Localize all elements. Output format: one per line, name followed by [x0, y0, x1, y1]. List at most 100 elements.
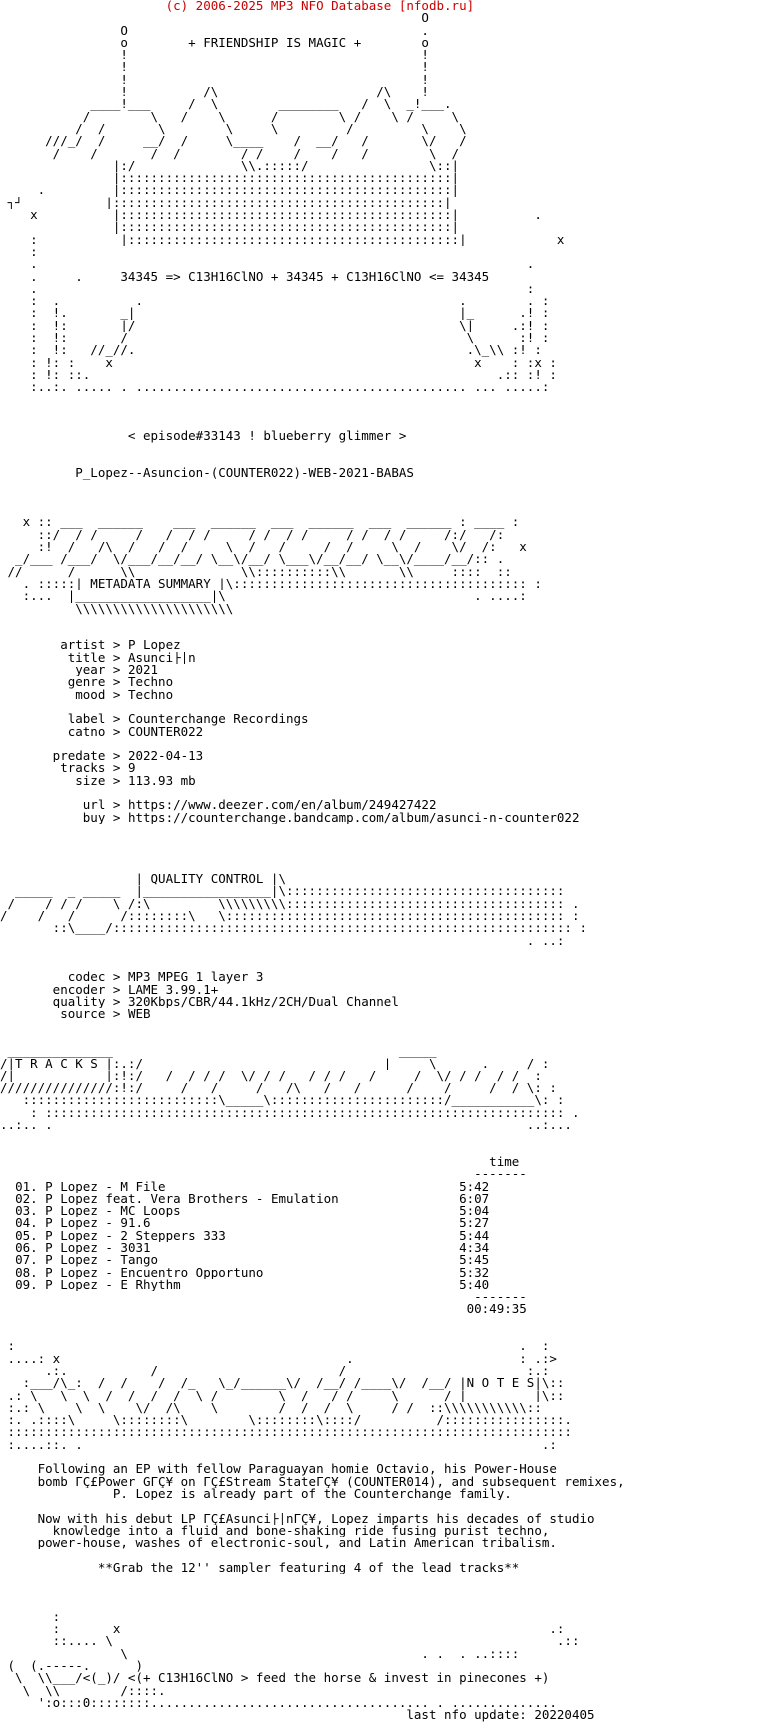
track-number: 04. [15, 1217, 38, 1230]
blank-line [0, 455, 784, 467]
blank-line [0, 1451, 784, 1463]
notes-paragraph-line [0, 1500, 784, 1512]
meta-key: catno [0, 725, 106, 738]
ascii-art-top: |:/______________\\.:::::/______________… [0, 159, 460, 173]
separator: > [105, 664, 128, 677]
track-time: 5:32 [459, 1266, 490, 1279]
meta-value: Asunci├│n [127, 651, 196, 665]
track-number: 08. [15, 1266, 38, 1279]
separator: > [105, 639, 128, 652]
ascii-art-top: ____!___ / \ ________ / \ _!___. [0, 98, 452, 111]
track-number: 05. [15, 1229, 38, 1242]
meta-row: size > 113.93 mb [0, 775, 784, 787]
ascii-art-tracks-banner: ..:.. . ..:... [0, 1119, 572, 1132]
blank-line [0, 394, 784, 406]
ascii-art-notes-banner: ....: x _ . : .:> [0, 1352, 557, 1365]
ascii-art-metadata-banner: _/___ /___/ \/___/__/__/ \__\/__/ \___\/… [0, 553, 505, 566]
meta-value: 2021 [127, 664, 159, 677]
meta-key: title [0, 651, 106, 665]
quality-key: encoder [0, 983, 106, 997]
ascii-art-top: ! ! [0, 73, 429, 87]
separator: > [105, 774, 128, 787]
blank-line [0, 836, 784, 848]
tracks-rule: ------- [0, 1168, 527, 1181]
ascii-art-top: . . 34345 => C13H16ClNO + 34345 + C13H16… [0, 270, 490, 283]
track-row: 03. P Lopez - MC Loops 5:04 [0, 1205, 784, 1217]
ascii-art-footer: last nfo update: 20220405 [0, 1709, 595, 1722]
track-number: 01. [15, 1180, 38, 1193]
separator: > [105, 676, 128, 689]
ascii-art-footer: \ \\___/<(_)/ <(+ C13H16ClNO > feed the … [0, 1672, 550, 1685]
meta-value: 113.93 mb [127, 774, 196, 787]
ascii-art-top: o + FRIENDSHIP IS MAGIC + o [0, 36, 429, 50]
ascii-art-notes-banner: .:. ______/_ _____ _____ _____ / ____ __… [0, 1364, 550, 1378]
track-row: 09. P Lopez - E_Rhythm 5:40 [0, 1279, 784, 1291]
ascii-art-top: :..:. ..... . ..........................… [0, 381, 550, 394]
separator: > [105, 983, 128, 997]
tracks-total-time: 00:49:35 [0, 1303, 527, 1316]
ascii-art-tracks-banner: /|____________|:!:/ /__/_/_/ \/_/ / __/_… [0, 1069, 542, 1083]
meta-key: year [0, 664, 106, 677]
meta-value: Counterchange Recordings [127, 713, 309, 726]
blank-line [0, 406, 784, 418]
separator: > [105, 750, 128, 763]
track-title: P Lopez - 91.6 [45, 1217, 151, 1230]
ascii-art-tracks-banner: ::::::::::::::::::::::::::\_____\:::::::… [0, 1094, 565, 1107]
meta-key: predate [0, 750, 106, 763]
ascii-art-top: : [0, 245, 38, 259]
meta-value: P Lopez [127, 639, 181, 652]
separator: > [105, 651, 128, 665]
ascii-art-top: / \___/ \______/ \_/ \_/ \ [0, 110, 460, 123]
meta-key: mood [0, 688, 106, 701]
ascii-art-top: ! /\ /\ ! [0, 86, 429, 99]
ascii-art-tracks-banner: ///////////////:!:/_____/___/_____/___/\… [0, 1082, 557, 1095]
episode-line: < episode#33143 ! blueberry glimmer > [0, 430, 407, 443]
ascii-art-top: : !: _ _/ \_ _ :! : [0, 332, 550, 345]
meta-key: tracks [0, 762, 106, 775]
meta-row: year > 2021 [0, 664, 784, 676]
track-title: P Lopez - M_File [45, 1180, 166, 1193]
track-time: 5:45 [459, 1254, 490, 1267]
meta-row: url > https://www.deezer.com/en/album/24… [0, 799, 784, 811]
release-name: P_Lopez--Asuncion-(COUNTER022)-WEB-2021-… [0, 467, 414, 480]
blank-line [0, 1316, 784, 1328]
track-row: 04. P Lopez - 91.6 5:27 [0, 1217, 784, 1229]
track-time: 6:07 [459, 1192, 490, 1206]
track-number: 09. [15, 1278, 38, 1292]
track-time: 5:42 [459, 1180, 490, 1193]
meta-row: catno > COUNTER022 [0, 726, 784, 738]
blank-line [0, 1033, 784, 1045]
ascii-art-top: : _ __|:::::::::::::::::::::::::::::::::… [0, 233, 565, 246]
ascii-art-tracks-banner: /|T R A C K S |:.:/____ _ _ ___ ____ ___… [0, 1057, 550, 1070]
meta-key: buy [0, 811, 106, 824]
ascii-art-metadata-banner: ::/ /_/ /___/ /_/ /_/ /_/ /_/ /_/ /:/ /: [0, 528, 505, 542]
blank-line [0, 1021, 784, 1033]
ascii-art-top: _ ___ _ / /_______\ _____\ \_______ / __… [0, 122, 527, 136]
blank-line [0, 615, 784, 627]
blank-line [0, 947, 784, 959]
notes-paragraph-line: **Grab the 12'' sampler featuring 4 of t… [0, 1561, 520, 1574]
ascii-art-notes-banner: :. .::::\_____\::::::::\________\:::::::… [0, 1414, 572, 1427]
track-title: P Lopez - E_Rhythm [45, 1278, 181, 1292]
ascii-art-footer: ':o:::0::::::::.........................… [0, 1696, 557, 1710]
separator: > [105, 725, 128, 738]
blank-line [0, 443, 784, 455]
track-row: 02. P Lopez feat. Vera Brothers - Emulat… [0, 1193, 784, 1205]
ascii-art-top: ! ! [0, 61, 429, 74]
ascii-art-quality-banner: /____/___/______/::::::::\___\::::::::::… [0, 909, 580, 923]
tracks-time-header: time [0, 1155, 520, 1169]
ascii-art-top: : !: //_//. .\_\\ :! : [0, 344, 542, 357]
blank-line [0, 1131, 784, 1143]
separator: > [105, 971, 128, 984]
quality-value: 320Kbps/CBR/44.1kHz/2CH/Dual Channel [127, 996, 399, 1009]
quality-value: MP3 MPEG 1 layer 3 [127, 971, 264, 984]
meta-value-link[interactable]: https://www.deezer.com/en/album/24942742… [127, 799, 437, 812]
meta-value-link[interactable]: https://counterchange.bandcamp.com/album… [127, 811, 580, 824]
blank-line [0, 627, 784, 639]
meta-row [0, 738, 784, 750]
meta-key: url [0, 799, 106, 812]
meta-row: artist > P Lopez [0, 639, 784, 651]
quality-key: codec [0, 971, 106, 984]
ascii-art-top: : !: |/ \| .:! : [0, 319, 550, 333]
